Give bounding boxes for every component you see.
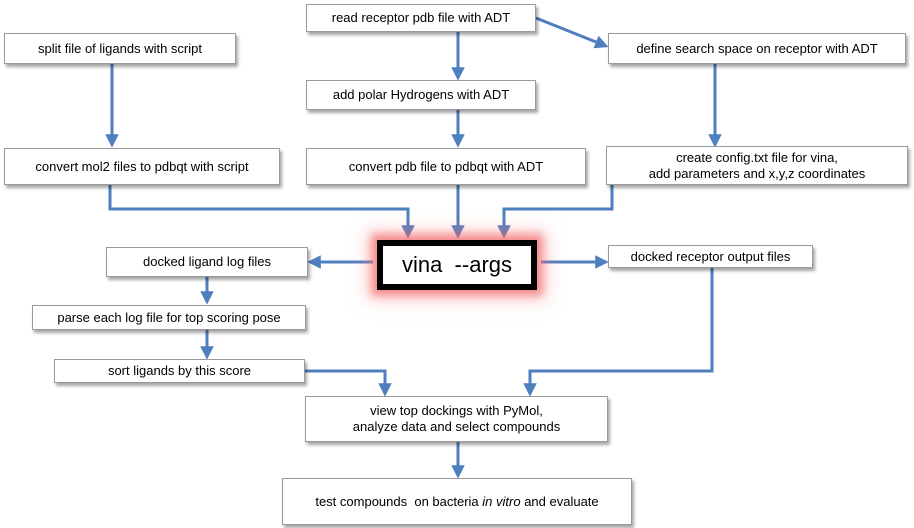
node-sort-ligands-label: sort ligands by this score (107, 363, 252, 378)
arrow-mol2-to-vina (108, 185, 415, 239)
node-convert-pdb: convert pdb file to pdbqt with ADT (306, 148, 586, 185)
node-read-receptor-label: read receptor pdb file with ADT (331, 10, 511, 25)
node-docked-ligand-log: docked ligand log files (106, 247, 308, 277)
node-add-hydrogens: add polar Hydrogens with ADT (306, 80, 536, 110)
node-docked-ligand-log-label: docked ligand log files (143, 254, 271, 269)
node-split-ligands-label: split file of ligands with script (37, 40, 202, 56)
node-create-config-line1: create config.txt file for vina, (676, 149, 838, 165)
node-define-search-label: define search space on receptor with ADT (636, 40, 878, 56)
node-create-config-line2: add parameters and x,y,z coordinates (648, 165, 866, 181)
node-test-compounds: test compounds on bacteria in vitro and … (282, 478, 632, 525)
node-define-search: define search space on receptor with ADT (608, 33, 906, 64)
arrow-config-to-vina (497, 185, 614, 239)
node-test-compounds-text-italic: in vitro (482, 493, 521, 509)
node-test-compounds-text-pre: test compounds on bacteria (315, 493, 483, 509)
arrow-sort-to-view (305, 369, 392, 397)
node-create-config: create config.txt file for vina, add par… (606, 146, 908, 185)
node-convert-mol2: convert mol2 files to pdbqt with script (4, 148, 280, 185)
arrow-read-to-search (535, 16, 609, 49)
arrow-receptor-to-view (523, 268, 714, 397)
node-test-compounds-text-post: and evaluate (520, 493, 599, 509)
node-sort-ligands: sort ligands by this score (54, 359, 305, 383)
node-view-dockings-line1: view top dockings with PyMol, (370, 403, 543, 418)
node-read-receptor: read receptor pdb file with ADT (306, 4, 536, 32)
node-vina: vina --args (377, 240, 537, 290)
node-view-dockings: view top dockings with PyMol, analyze da… (305, 396, 608, 442)
node-view-dockings-line2: analyze data and select compounds (352, 419, 561, 434)
node-docked-receptor: docked receptor output files (608, 245, 813, 268)
node-convert-pdb-label: convert pdb file to pdbqt with ADT (348, 158, 544, 174)
node-add-hydrogens-label: add polar Hydrogens with ADT (332, 87, 510, 102)
node-docked-receptor-label: docked receptor output files (630, 248, 791, 264)
node-convert-mol2-label: convert mol2 files to pdbqt with script (35, 158, 249, 174)
node-split-ligands: split file of ligands with script (4, 33, 236, 64)
node-parse-log-label: parse each log file for top scoring pose (57, 309, 281, 325)
node-vina-label: vina --args (401, 252, 513, 277)
node-test-compounds-label: test compounds on bacteria in vitro and … (315, 494, 598, 510)
node-parse-log: parse each log file for top scoring pose (32, 305, 306, 330)
